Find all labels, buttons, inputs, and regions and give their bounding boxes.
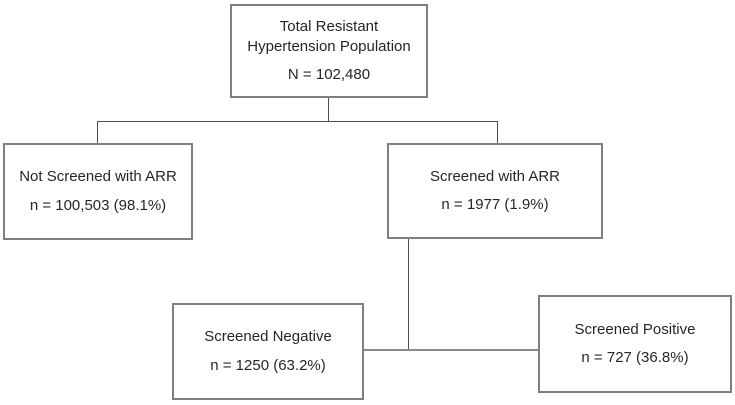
node-screened-with-arr-value: n = 1977 (1.9%) [441,196,549,213]
node-screened-positive-label: Screened Positive [574,320,696,338]
node-screened-positive: Screened Positive n = 727 (36.8%) [538,295,732,393]
node-screened-with-arr: Screened with ARR n = 1977 (1.9%) [387,143,603,239]
node-total-population: Total Resistant Hypertension Population … [230,4,428,98]
connector-branch-right-drop [497,122,498,143]
node-not-screened-label: Not Screened with ARR [19,168,177,186]
node-screened-negative-label: Screened Negative [204,328,332,346]
node-screened-negative-value: n = 1250 (63.2%) [210,356,326,374]
node-not-screened: Not Screened with ARR n = 100,503 (98.1%… [3,143,193,240]
node-screened-positive-value: n = 727 (36.8%) [581,349,689,366]
node-not-screened-value: n = 100,503 (98.1%) [29,196,167,214]
connector-branch-left-drop [97,122,98,143]
connector-bottom-horizontal [364,349,538,351]
node-total-population-label: Total Resistant Hypertension Population [247,17,411,55]
node-screened-with-arr-label: Screened with ARR [429,167,561,185]
node-total-population-value: N = 102,480 [287,66,371,84]
connector-total-down [328,98,329,121]
connector-screened-down [408,239,409,350]
connector-branch-horizontal [97,121,498,122]
node-screened-negative: Screened Negative n = 1250 (63.2%) [172,303,364,400]
